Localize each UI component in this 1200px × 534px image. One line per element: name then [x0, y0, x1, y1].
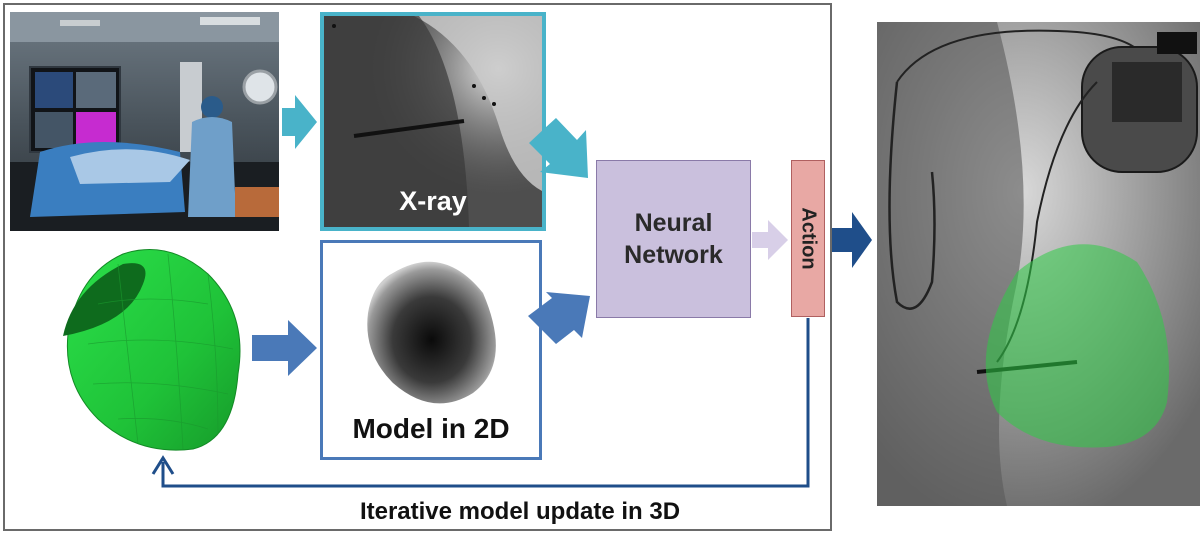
iterative-update-caption: Iterative model update in 3D	[0, 498, 1040, 526]
fluoroscopy-result-image	[877, 22, 1200, 506]
heart-3d-model	[58, 244, 248, 456]
action-box: Action	[791, 160, 825, 317]
model-2d-label: Model in 2D	[323, 413, 539, 445]
action-label: Action	[797, 207, 820, 269]
action-to-output-arrow	[832, 212, 872, 268]
xray-panel: X-ray	[320, 12, 546, 231]
neural-network-label-line1: Neural	[624, 207, 723, 239]
neural-network-label-line2: Network	[624, 239, 723, 271]
xray-label: X-ray	[324, 186, 542, 217]
model-2d-panel: Model in 2D	[320, 240, 542, 460]
neural-network-label: Neural Network	[624, 207, 723, 271]
operating-room-photo	[10, 12, 279, 231]
neural-network-box: Neural Network	[596, 160, 751, 318]
